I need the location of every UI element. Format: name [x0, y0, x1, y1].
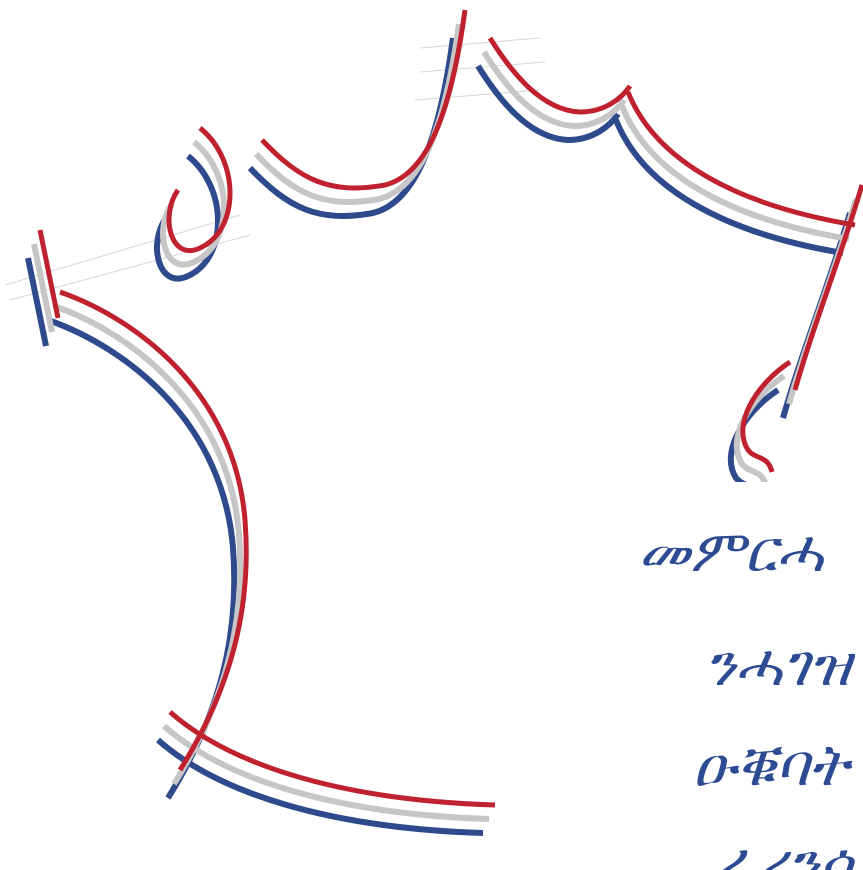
red-north-dip-arc — [487, 36, 633, 115]
gray-northeast-arc — [619, 104, 850, 242]
red-west-coast-arc — [59, 289, 249, 772]
caption-backdrop — [495, 482, 863, 870]
gray-north-coast-arc — [253, 23, 462, 205]
red-north-coast-arc — [260, 9, 468, 191]
blue-northwest-small-loop — [154, 153, 221, 282]
gray-north-dip-arc — [481, 50, 627, 130]
gray-southwest-arc — [162, 723, 490, 822]
guide-line — [4, 214, 241, 286]
gray-brittany-tick — [31, 243, 55, 333]
blue-brittany-tick — [25, 257, 49, 347]
gray-northwest-small-loop — [160, 139, 227, 268]
red-northeast-arc — [625, 91, 856, 228]
blue-northeast-arc — [613, 118, 844, 256]
red-east-border-line — [792, 184, 863, 391]
guide-line — [419, 61, 546, 73]
red-southeast-small-loop — [740, 359, 792, 473]
red-southwest-arc — [168, 710, 496, 808]
guide-line — [419, 37, 541, 49]
guide-line — [414, 89, 541, 101]
red-northwest-small-loop — [166, 126, 233, 253]
red-brittany-tick — [37, 229, 61, 319]
blue-north-dip-arc — [475, 64, 621, 144]
gray-southeast-small-loop — [733, 373, 786, 487]
red-stroke-layer — [37, 9, 863, 808]
